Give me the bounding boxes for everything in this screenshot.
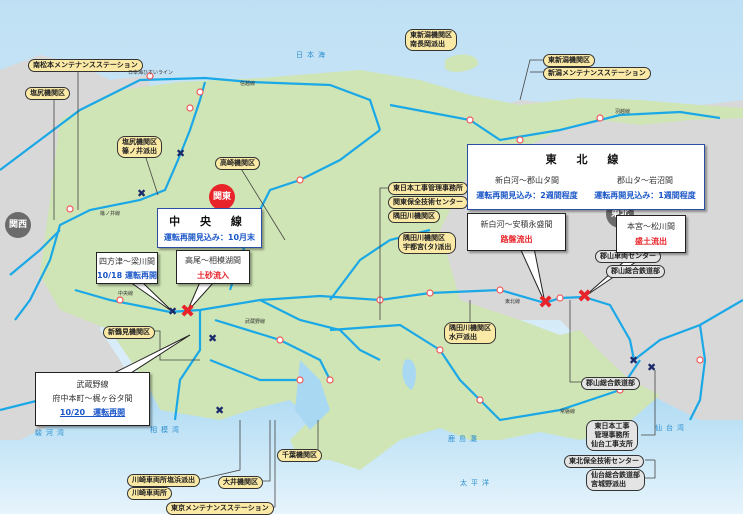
facility-sendai-miyagino: 仙台総合鉄道部宮城野派出 [586,469,645,491]
facility-koriyama-sogo: 郡山総合鉄道部 [581,377,640,390]
callout-section: 高尾～相模湖間 [185,256,241,265]
damage-x-icon: ✖ [538,292,554,313]
callout-line: 武蔵野線 [76,380,109,389]
facility-sendai-koji: 東日本工事管理事務所仙台工事支所 [586,420,638,451]
callout-section: 本宮～松川間 [627,222,675,231]
sea-label-kashimanada: 鹿島灘 [448,435,481,443]
callout-damage: 路盤流出 [500,235,533,244]
facility-chiba: 千葉機関区 [277,449,322,462]
callout-damage: 盛土流出 [635,237,667,246]
tag-line: 東日本工事 [594,422,630,430]
sea-label-pacific: 太平洋 [460,479,493,487]
sea-label-sea-of-japan: 日本海 [296,51,329,59]
tag-line: 篠ノ井派出 [122,147,157,155]
callout-status: 運転再開見込み：1週間程度 [594,191,696,200]
kanto-land [40,70,743,470]
callout-section: 新白河～郡山タ間 [494,176,559,185]
line-label: 東北線 [505,299,521,305]
callout-status: 10/20 運転再開 [59,408,126,417]
callout-title: 中 央 線 [169,215,250,228]
callout-section: 新白河～安積永盛間 [480,220,553,229]
line-label: 武蔵野線 [245,319,266,325]
tag-line: 宇都宮(タ)派出 [403,243,452,251]
facility-sumidagawa-utsunomiya: 隅田川機関区宇都宮(タ)派出 [398,232,457,254]
callout-title: 東 北 線 [545,153,627,166]
tokyo-bay [295,360,330,430]
facility-higashi-niigata: 東新潟機関区 [543,54,595,67]
suspension-x-icon: ✖ [215,404,225,417]
region-kanto: 関東 [209,184,235,210]
tag-line: 水戸派出 [449,333,477,341]
facility-kawasaki-shiohama: 川崎車両所塩浜派出 [127,474,200,487]
facility-koriyama-sogo-top: 郡山総合鉄道部 [606,265,665,278]
callout-status: 運転再開見込み：2週間程度 [476,191,578,200]
facility-minami-matsumoto: 南松本メンテナンスステーション [28,59,143,72]
facility-sumidagawa-mito: 隅田川機関区水戸派出 [444,322,496,344]
tag-line: 隅田川機関区 [403,234,445,242]
line-label: 篠ノ井線 [100,211,121,217]
callout-section: 四方津～梁川間 [99,257,155,266]
callout-section: 府中本町～梶ヶ谷タ間 [52,394,133,403]
facility-tohoku-hozen: 東北保全技術センター [564,455,644,468]
rail-lines [0,76,743,422]
tag-line: 宮城野派出 [591,480,626,488]
callout-motomiya: 本宮～松川間 盛土流出 [616,215,686,253]
region-kansai: 関西 [5,212,31,238]
callout-shiotsu: 四方津～梁川間 10/18 運転再開 [96,252,158,284]
damage-x-icon: ✖ [577,286,593,307]
line-label: 常磐線 [560,409,576,415]
suspension-x-icon: ✖ [208,332,218,345]
callout-takao: 高尾～相模湖間 土砂流入 [176,250,250,284]
facility-shiojiri: 塩尻機関区 [25,87,70,100]
facility-higashi-niigata-nagaoka: 東新潟機関区南長岡派出 [405,29,457,51]
suspension-x-icon: ✖ [137,187,147,200]
line-label: 羽越線 [615,109,631,115]
line-label: 日本海ひすいライン [128,70,174,76]
suspension-x-icon: ✖ [176,147,186,160]
callout-shirakawa: 新白河～安積永盛間 路盤流出 [467,213,566,251]
facility-shiojiri-shinonoi: 塩尻機関区篠ノ井派出 [117,136,162,158]
facility-takasaki: 高崎機関区 [215,157,260,170]
callout-section: 郡山タ～岩沼間 [616,176,673,185]
tag-line: 仙台工事支所 [591,440,633,448]
sea-label-suruga-bay: 駿河湾 [35,429,68,437]
tag-line: 仙台総合鉄道部 [591,471,640,479]
damage-x-icon: ✖ [180,301,196,322]
tag-line: 南長岡派出 [410,40,445,48]
line-label: 中央線 [118,291,134,297]
suspension-x-icon: ✖ [629,354,639,367]
lake [402,359,416,390]
callout-tohoku-line: 東 北 線 新白河～郡山タ間運転再開見込み：2週間程度 郡山タ～岩沼間運転再開見… [467,144,705,210]
callout-chuo-line: 中 央 線 運転再開見込み：10月末 [157,208,262,248]
facility-kawasaki: 川崎車両所 [127,487,172,500]
sea-label-sagami-bay: 相模湾 [150,426,183,434]
sado-island [445,54,479,72]
facility-kanto-hozen: 関東保全技術センター [388,196,468,209]
callout-status: 運転再開見込み：10月末 [163,233,256,242]
facility-oi: 大井機関区 [218,476,263,489]
line-label: 信越線 [240,81,256,87]
leader-lines [53,37,656,508]
facility-shin-tsurumi: 新鶴見機関区 [103,326,155,339]
callout-musashino: 武蔵野線 府中本町～梶ヶ谷タ間 10/20 運転再開 [35,372,150,426]
suspension-x-icon: ✖ [647,361,657,374]
tag-line: 東新潟機関区 [410,31,452,39]
facility-koji-kanri: 東日本工事管理事務所 [388,182,468,195]
facility-tokyo-ms: 東京メンテナンスステーション [166,502,274,515]
tag-line: 隅田川機関区 [449,324,491,332]
callout-status: 10/18 運転再開 [97,271,157,280]
facility-niigata-ms: 新潟メンテナンスステーション [543,67,651,80]
suspension-x-icon: ✖ [168,305,178,318]
tag-line: 塩尻機関区 [122,138,157,146]
facility-sumidagawa: 隅田川機関区 [388,210,440,223]
sea-label-sendai-bay: 仙台湾 [655,424,688,432]
callout-damage: 土砂流入 [197,271,229,280]
tag-line: 管理事務所 [594,431,630,439]
